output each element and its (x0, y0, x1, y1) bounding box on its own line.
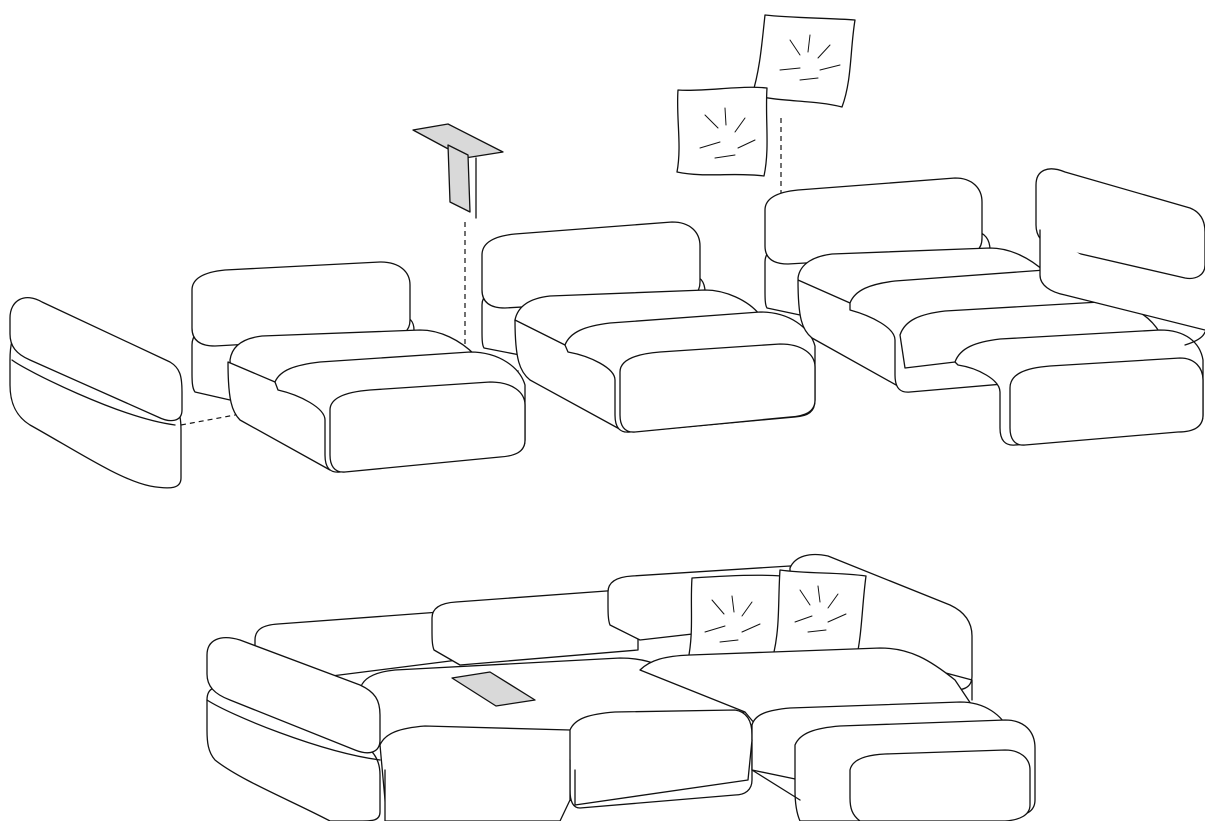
armrest-module-left (10, 298, 182, 488)
seat-module-2 (482, 222, 815, 432)
tray-table-exploded (413, 124, 503, 218)
cushions-exploded (677, 15, 855, 176)
cushions-assembled (688, 570, 866, 661)
seat-module-1 (192, 262, 525, 472)
assembled-view (207, 555, 1035, 821)
exploded-view (10, 15, 1205, 488)
